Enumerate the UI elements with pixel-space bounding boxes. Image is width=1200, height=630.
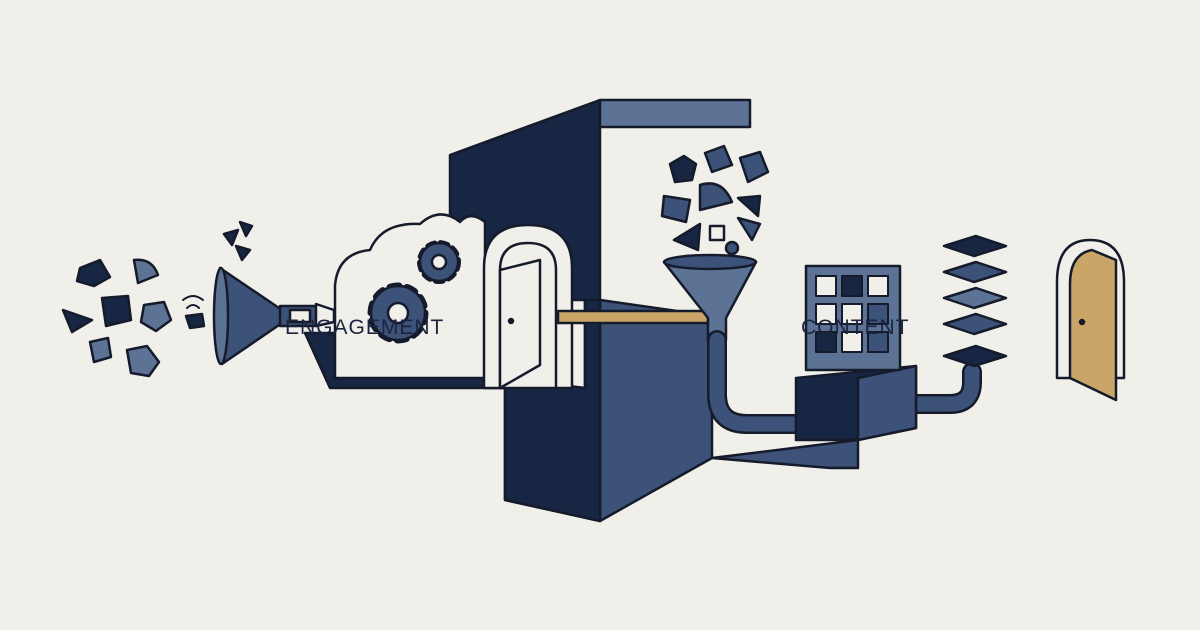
grid-panel-icon [804,264,902,372]
gear-icon [367,282,429,344]
connector-rod [556,309,710,325]
horizontal-funnel-icon [212,266,336,366]
shape-fragments-icon [61,220,254,378]
stacked-layers-icon [942,234,1008,368]
falling-fragments-icon [660,144,770,256]
gear-icon [417,240,461,284]
door-icon [482,223,574,390]
door-icon [1055,238,1126,402]
content-label: CONTENT [801,316,910,339]
processor-box [710,364,918,470]
engagement-label: ENGAGEMENT [285,316,445,339]
